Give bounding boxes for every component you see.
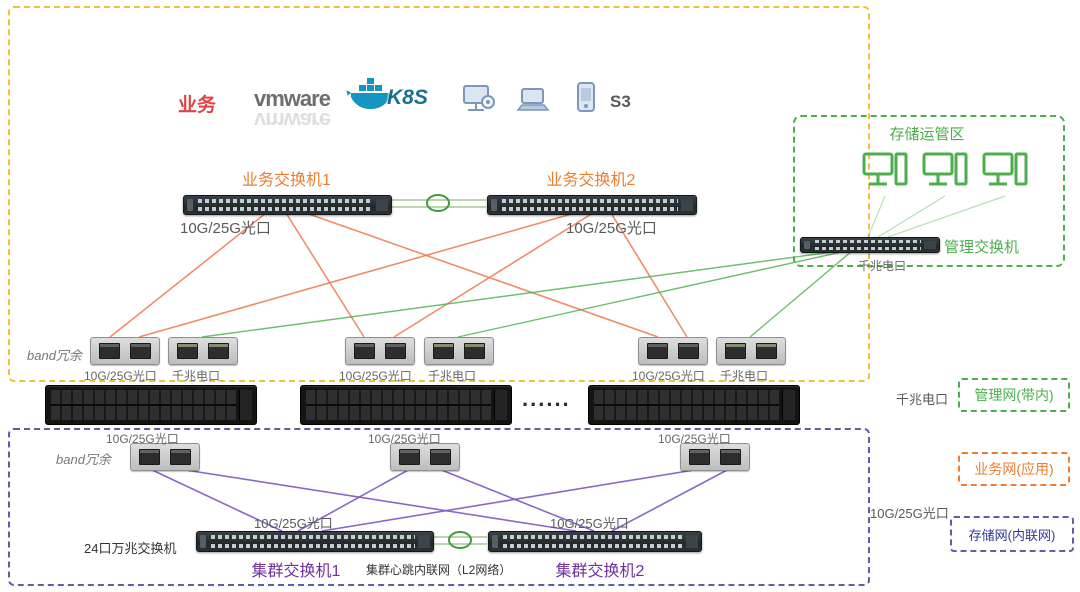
management-network-links <box>201 195 1006 338</box>
band-redundancy-note-top: band冗余 <box>27 348 82 363</box>
business-label: 业务 <box>178 95 217 116</box>
server2-storage-nic <box>390 443 460 471</box>
legend-business-network-label: 业务网(应用) <box>974 461 1054 477</box>
cluster-zone-border <box>8 428 870 586</box>
cluster-switch-1-device <box>196 531 434 552</box>
workstation-icon <box>462 84 498 121</box>
legend-storage-network-label: 存储网(内联网) <box>968 527 1056 543</box>
legend-storage-port-label: 10G/25G光口 <box>870 506 949 521</box>
server1-storage-nic <box>130 443 200 471</box>
business-zone-border <box>8 6 870 382</box>
storage-zone-border <box>793 115 1065 267</box>
vmware-logo-reflection: vmware <box>254 108 330 133</box>
server3-storage-nic <box>680 443 750 471</box>
business-switch-2-device <box>487 195 697 215</box>
storage-network-links <box>149 468 730 532</box>
cluster-switch-2-port-label: 10G/25G光口 <box>550 516 629 531</box>
rack-server-3 <box>588 385 800 425</box>
heartbeat-network-label: 集群心跳内联网（L2网络） <box>366 563 512 577</box>
server2-electrical-label: 千兆电口 <box>428 369 477 383</box>
server2-optical-label: 10G/25G光口 <box>339 369 412 383</box>
rack-server-2 <box>300 385 512 425</box>
cluster-nic2-label: 10G/25G光口 <box>368 432 441 446</box>
cluster-nic1-label: 10G/25G光口 <box>106 432 179 446</box>
business-switch-1-device <box>183 195 392 215</box>
cluster-switch-2-label: 集群交换机2 <box>555 563 645 580</box>
s3-label: S3 <box>610 92 631 111</box>
management-workstation-icon <box>862 152 908 203</box>
server2-electrical-nic <box>424 337 494 365</box>
server1-electrical-label: 千兆电口 <box>172 369 221 383</box>
business-switch-2-label: 业务交换机2 <box>546 172 636 189</box>
cluster-switch-1-label: 集群交换机1 <box>251 563 341 580</box>
legend-management-network: 管理网(带内) <box>958 378 1070 412</box>
server1-optical-label: 10G/25G光口 <box>84 369 157 383</box>
management-switch-label: 管理交换机 <box>944 239 1020 256</box>
server1-electrical-nic <box>168 337 238 365</box>
cluster-switch-1-port-label: 10G/25G光口 <box>254 516 333 531</box>
vmware-logo: vmware vmware <box>254 86 331 134</box>
cluster-switch-2-device <box>488 531 702 552</box>
phone-icon <box>574 82 598 119</box>
docker-whale-icon <box>346 76 392 123</box>
cluster-switch-type-note: 24口万兆交换机 <box>84 541 177 556</box>
more-servers-ellipsis: ...... <box>522 386 571 411</box>
legend-storage-network: 存储网(内联网) <box>950 516 1074 552</box>
legend-management-network-label: 管理网(带内) <box>974 387 1054 403</box>
server3-optical-label: 10G/25G光口 <box>632 369 705 383</box>
management-switch-port-label: 千兆电口 <box>858 259 907 273</box>
k8s-logo: K8S <box>387 86 428 109</box>
cluster-switch-interlink <box>433 531 487 549</box>
laptop-icon <box>516 88 550 119</box>
business-network-links <box>109 212 688 338</box>
cluster-nic3-label: 10G/25G光口 <box>658 432 731 446</box>
server1-optical-nic <box>90 337 160 365</box>
server3-electrical-nic <box>716 337 786 365</box>
management-workstation-icon <box>982 152 1028 203</box>
storage-zone-title: 存储运管区 <box>889 126 965 143</box>
server3-electrical-label: 千兆电口 <box>720 369 769 383</box>
server3-optical-nic <box>638 337 708 365</box>
management-workstation-icon <box>922 152 968 203</box>
business-switch-1-label: 业务交换机1 <box>242 172 331 189</box>
business-switch-2-port-label: 10G/25G光口 <box>566 220 657 237</box>
band-redundancy-note-bottom: band冗余 <box>56 452 111 467</box>
legend-business-network: 业务网(应用) <box>958 452 1070 486</box>
business-switch-1-port-label: 10G/25G光口 <box>180 220 271 237</box>
server2-optical-nic <box>345 337 415 365</box>
business-switch-interlink <box>391 194 486 212</box>
legend-mgmt-port-label: 千兆电口 <box>896 392 949 407</box>
vmware-logo-text: vmware <box>254 86 331 111</box>
management-switch-device <box>800 237 940 253</box>
rack-server-1 <box>45 385 257 425</box>
